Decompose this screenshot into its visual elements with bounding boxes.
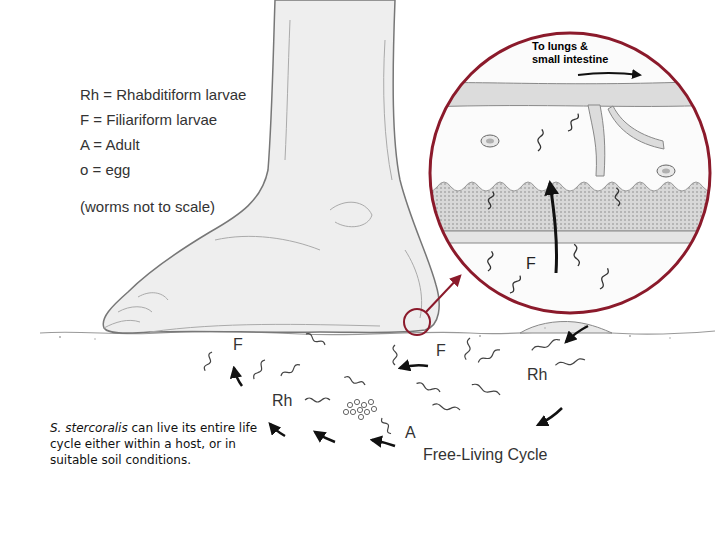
larva	[380, 417, 392, 435]
blood-cell	[657, 165, 675, 177]
species-name: S. stercoralis	[50, 421, 128, 435]
blood-cell	[662, 169, 670, 174]
larva	[252, 359, 266, 380]
key-entry: F = Filiariform larvae	[80, 111, 217, 128]
foot-shading	[104, 20, 422, 332]
magnified-skin-circle: To lungs & small intestineF	[428, 31, 712, 315]
scale-note: (worms not to scale)	[80, 198, 215, 215]
penetration-arrow	[550, 183, 557, 273]
blood-vessel	[588, 105, 605, 176]
epidermis	[428, 182, 712, 231]
larva	[508, 275, 521, 294]
larva	[614, 188, 620, 206]
larva	[536, 129, 544, 151]
magnified-spot	[404, 309, 430, 335]
skin-surface	[428, 231, 712, 243]
magnify-pointer	[426, 276, 460, 312]
larva	[531, 338, 561, 352]
key-entry: o = egg	[80, 161, 130, 178]
stage-letter: A	[405, 424, 416, 442]
blood-cell	[486, 139, 494, 144]
larva-letter: F	[526, 255, 536, 273]
foot	[103, 0, 439, 333]
larva	[566, 113, 579, 132]
magnifier-outline	[430, 33, 710, 313]
larva	[280, 363, 301, 377]
larva	[344, 376, 366, 387]
stage-letter: Rh	[527, 366, 547, 384]
larva	[486, 251, 493, 271]
larva	[432, 403, 460, 412]
stage-letter: F	[436, 342, 446, 360]
larva	[598, 268, 609, 290]
blood-vessel	[428, 81, 712, 107]
stage-letter: Rh	[272, 392, 292, 410]
stage-letter: F	[233, 336, 243, 354]
larva	[464, 338, 472, 360]
magnifier-shape	[428, 31, 712, 315]
cycle-arrow	[234, 326, 588, 446]
larva	[471, 383, 501, 397]
larva	[305, 332, 326, 346]
larva	[203, 351, 214, 371]
larva	[572, 244, 580, 266]
direction-arrow	[578, 73, 640, 75]
larva	[477, 348, 501, 364]
key-entry: A = Adult	[80, 136, 140, 153]
cycle-title: Free-Living Cycle	[423, 446, 547, 464]
blood-vessel	[608, 106, 664, 149]
larva	[486, 191, 494, 209]
skin-section	[428, 31, 712, 315]
life-cycle-note: S. stercoralis can live its entire life …	[50, 420, 260, 468]
key-entry: Rh = Rhabditiform larvae	[80, 86, 246, 103]
blood-cell	[481, 135, 499, 147]
destination-note: To lungs & small intestine	[532, 40, 614, 66]
larva	[555, 358, 585, 367]
egg-cluster	[343, 399, 376, 419]
larva	[393, 345, 397, 365]
soil-mound	[520, 321, 612, 333]
larva	[416, 382, 441, 394]
larva	[305, 398, 330, 402]
